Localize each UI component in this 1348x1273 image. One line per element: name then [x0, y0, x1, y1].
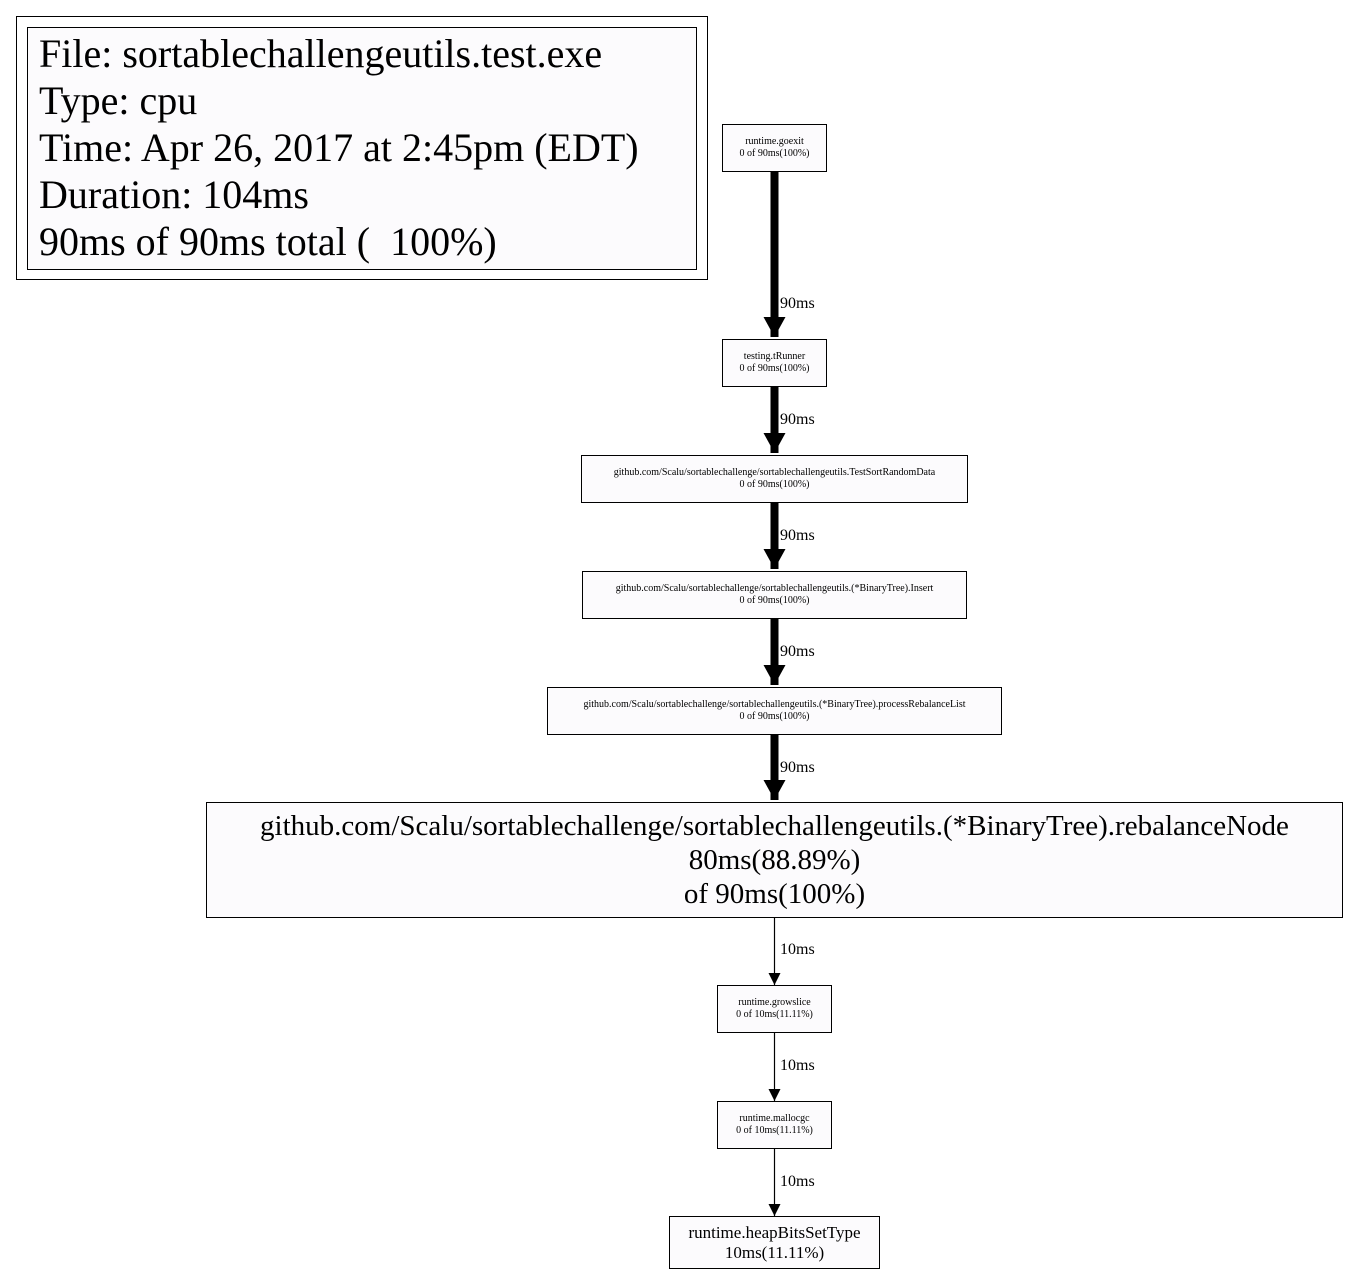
node-label-name: testing.tRunner	[743, 351, 806, 362]
node-testing-trunner[interactable]: testing.tRunner 0 of 90ms(100%)	[722, 339, 827, 387]
edge-label-insert-rebalancelist: 90ms	[780, 643, 815, 660]
node-label-value: 0 of 90ms(100%)	[739, 711, 810, 722]
node-label-value: 0 of 90ms(100%)	[739, 148, 810, 159]
node-runtime-growslice[interactable]: runtime.growslice 0 of 10ms(11.11%)	[717, 985, 832, 1033]
node-label-name: runtime.heapBitsSetType	[688, 1222, 861, 1242]
edge-label-trunner-testsort: 90ms	[780, 411, 815, 428]
node-label-name: runtime.growslice	[738, 997, 811, 1008]
node-label-name: runtime.goexit	[745, 136, 804, 147]
legend-box: File: sortablechallengeutils.test.exe Ty…	[27, 27, 697, 270]
node-binarytree-process-rebalance-list[interactable]: github.com/Scalu/sortablechallenge/sorta…	[547, 687, 1002, 735]
node-label-name: github.com/Scalu/sortablechallenge/sorta…	[260, 810, 1289, 842]
node-label-name: github.com/Scalu/sortablechallenge/sorta…	[615, 583, 934, 594]
node-label-name: runtime.mallocgc	[739, 1113, 810, 1124]
legend-file: File: sortablechallengeutils.test.exe	[39, 31, 603, 76]
node-label-value: 0 of 10ms(11.11%)	[736, 1125, 813, 1136]
node-label-value: 0 of 90ms(100%)	[739, 595, 810, 606]
edge-label-goexit-trunner: 90ms	[780, 295, 815, 312]
node-runtime-mallocgc[interactable]: runtime.mallocgc 0 of 10ms(11.11%)	[717, 1101, 832, 1149]
node-runtime-goexit[interactable]: runtime.goexit 0 of 90ms(100%)	[722, 124, 827, 172]
node-label-value: 0 of 90ms(100%)	[739, 479, 810, 490]
node-binarytree-rebalance-node[interactable]: github.com/Scalu/sortablechallenge/sorta…	[206, 802, 1343, 918]
legend-duration: Duration: 104ms	[39, 172, 309, 217]
node-binarytree-insert[interactable]: github.com/Scalu/sortablechallenge/sorta…	[582, 571, 967, 619]
node-runtime-heap-bits-set-type[interactable]: runtime.heapBitsSetType 10ms(11.11%)	[669, 1216, 880, 1269]
node-label-value: 10ms(11.11%)	[724, 1242, 825, 1262]
legend-total: 90ms of 90ms total ( 100%)	[39, 219, 497, 264]
node-test-sort-random-data[interactable]: github.com/Scalu/sortablechallenge/sorta…	[581, 455, 968, 503]
edge-label-mallocgc-heapbits: 10ms	[780, 1173, 815, 1190]
edge-label-growslice-mallocgc: 10ms	[780, 1057, 815, 1074]
legend-time: Time: Apr 26, 2017 at 2:45pm (EDT)	[39, 125, 639, 170]
legend-type: Type: cpu	[39, 78, 198, 123]
node-label-name: github.com/Scalu/sortablechallenge/sorta…	[583, 699, 966, 710]
node-label-value: 0 of 10ms(11.11%)	[736, 1009, 813, 1020]
node-label-flat: 80ms(88.89%)	[688, 844, 861, 876]
edge-label-rebalancenode-growslice: 10ms	[780, 941, 815, 958]
node-label-cum: of 90ms(100%)	[683, 878, 866, 910]
edge-label-testsort-insert: 90ms	[780, 527, 815, 544]
node-label-value: 0 of 90ms(100%)	[739, 363, 810, 374]
edge-label-rebalancelist-rebalancenode: 90ms	[780, 759, 815, 776]
node-label-name: github.com/Scalu/sortablechallenge/sorta…	[613, 467, 936, 478]
